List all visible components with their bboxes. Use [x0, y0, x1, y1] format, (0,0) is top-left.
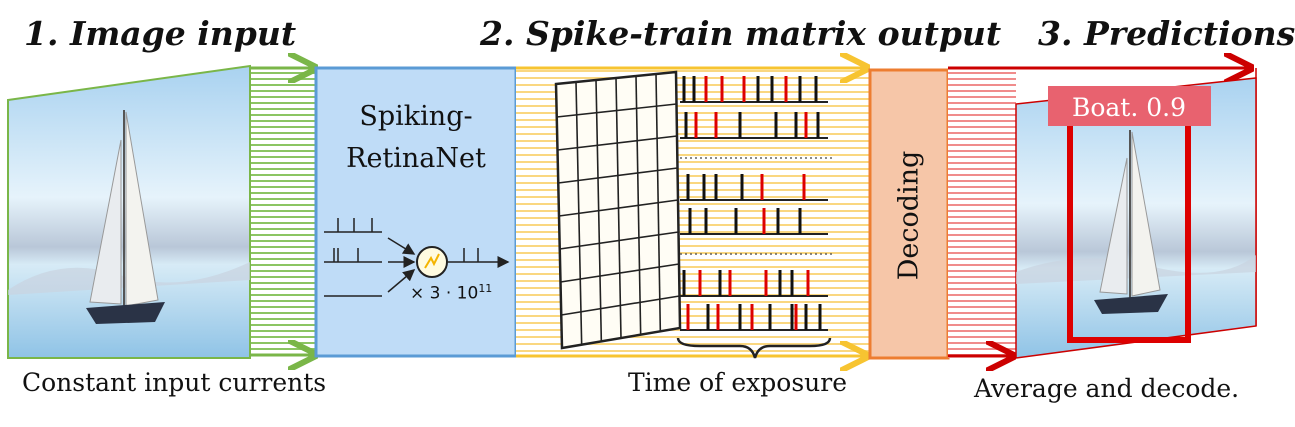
- spiking-retinanet-block: [314, 66, 518, 358]
- grid-col-line: [595, 79, 603, 342]
- step2-title: 2. Spike-train matrix output: [480, 14, 1002, 53]
- time-brace: [676, 337, 832, 359]
- grid-col-line: [615, 77, 622, 339]
- prediction-label-bg: [1048, 86, 1211, 126]
- grid-col-line: [635, 75, 642, 335]
- grid-col-line: [655, 73, 662, 332]
- input-image: [7, 64, 251, 359]
- network-name-line2: RetinaNet: [346, 143, 486, 174]
- prediction-label: Boat. 0.9: [1072, 93, 1186, 122]
- decoding-label: Decoding: [893, 150, 925, 280]
- neuron-schematic: [324, 218, 510, 297]
- neuron-count: × 3 · 1011: [410, 282, 493, 304]
- input-current-band: [250, 68, 316, 355]
- step1-title: 1. Image input: [24, 14, 297, 53]
- spike-matrix-grid: [554, 70, 682, 350]
- step3-title: 3. Predictions: [1038, 14, 1295, 53]
- decoding-label-wrap: Decoding: [872, 72, 946, 358]
- caption-time: Time of exposure: [628, 368, 847, 397]
- prediction-band: [948, 68, 1257, 358]
- caption-average: Average and decode.: [974, 374, 1240, 403]
- network-name-line1: Spiking-: [359, 101, 473, 132]
- output-image: Boat. 0.9: [1015, 77, 1257, 359]
- grid-col-line: [575, 81, 583, 345]
- caption-input: Constant input currents: [22, 368, 327, 397]
- spike-trains: [680, 76, 832, 331]
